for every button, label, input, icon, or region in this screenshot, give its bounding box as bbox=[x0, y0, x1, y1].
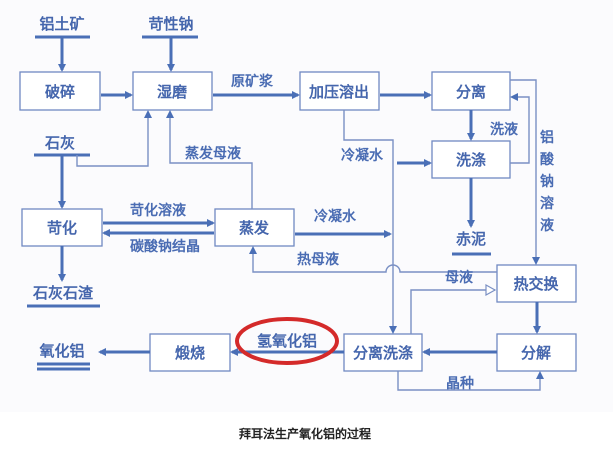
box-pressure-leaching: 加压溶出 bbox=[299, 71, 380, 111]
seed-line bbox=[397, 371, 544, 391]
label-mother-liquor: 母液 bbox=[445, 269, 474, 286]
output-red-mud: 赤泥 bbox=[456, 230, 486, 248]
input-caustic-soda: 苛性钠 bbox=[148, 15, 193, 33]
box-separation-washing: 分离洗涤 bbox=[343, 333, 423, 372]
box-washing: 洗涤 bbox=[431, 140, 511, 179]
label-sodium-aluminate-solution: 铝酸钠溶液 bbox=[540, 129, 555, 234]
svg-text:分解: 分解 bbox=[521, 344, 551, 362]
box-heat-exchange: 热交换 bbox=[496, 264, 577, 303]
input-bauxite: 铝土矿 bbox=[39, 15, 84, 33]
label-aluminum-hydroxide: 氢氧化铝 bbox=[257, 332, 317, 350]
svg-text:破碎: 破碎 bbox=[45, 83, 75, 101]
condensate-main-line bbox=[343, 110, 397, 334]
input-lime: 石灰 bbox=[44, 134, 75, 152]
svg-text:蒸发: 蒸发 bbox=[239, 219, 270, 237]
vertical-label-char: 铝 bbox=[540, 129, 554, 146]
caption: 拜耳法生产氧化铝的过程 bbox=[239, 426, 371, 441]
svg-text:湿磨: 湿磨 bbox=[157, 83, 188, 101]
label-evaporated-mother-liquor: 蒸发母液 bbox=[185, 145, 242, 162]
svg-text:煅烧: 煅烧 bbox=[175, 344, 205, 362]
vertical-label-char: 液 bbox=[540, 217, 555, 234]
aluminate-solution-line bbox=[510, 79, 540, 265]
output-alumina: 氧化铝 bbox=[38, 342, 84, 360]
svg-text:洗涤: 洗涤 bbox=[456, 151, 486, 169]
evaporated-liquor-line bbox=[166, 110, 253, 209]
label-seed-crystals: 晶种 bbox=[446, 375, 474, 392]
vertical-label-char: 钠 bbox=[540, 173, 554, 190]
svg-text:苛化: 苛化 bbox=[47, 219, 77, 237]
wash-return-line bbox=[510, 93, 530, 164]
box-crushing: 破碎 bbox=[19, 71, 101, 111]
highlight-circle bbox=[235, 317, 339, 365]
svg-text:加压溶出: 加压溶出 bbox=[308, 83, 369, 101]
box-calcination: 煅烧 bbox=[149, 333, 231, 372]
label-sodium-carbonate-crystals: 碳酸钠结晶 bbox=[130, 238, 200, 255]
box-wet-grinding: 湿磨 bbox=[132, 71, 213, 111]
hot-mother-liquor-line bbox=[249, 246, 497, 273]
box-evaporation: 蒸发 bbox=[214, 208, 295, 247]
mother-liquor-line bbox=[410, 290, 495, 334]
box-causticization: 苛化 bbox=[21, 208, 103, 247]
svg-text:热交换: 热交换 bbox=[513, 275, 559, 293]
label-hot-mother-liquor: 热母液 bbox=[297, 251, 340, 268]
label-raw-slurry: 原矿浆 bbox=[231, 73, 274, 90]
svg-text:分离洗涤: 分离洗涤 bbox=[353, 344, 413, 362]
lime-to-grinding-line bbox=[76, 110, 152, 167]
vertical-label-char: 酸 bbox=[540, 151, 555, 168]
label-condensate-2: 冷凝水 bbox=[314, 208, 357, 225]
output-lime-residue: 石灰石渣 bbox=[32, 284, 94, 302]
label-wash-liquor: 洗液 bbox=[490, 121, 519, 138]
svg-text:铝酸钠溶液: 铝酸钠溶液 bbox=[540, 129, 555, 234]
svg-text:分离: 分离 bbox=[456, 83, 486, 101]
label-condensate-1: 冷凝水 bbox=[341, 147, 384, 164]
box-decomposition: 分解 bbox=[496, 333, 577, 372]
label-causticized-solution: 苛化溶液 bbox=[130, 202, 187, 219]
box-separation: 分离 bbox=[431, 71, 511, 111]
vertical-label-char: 溶 bbox=[540, 195, 554, 212]
